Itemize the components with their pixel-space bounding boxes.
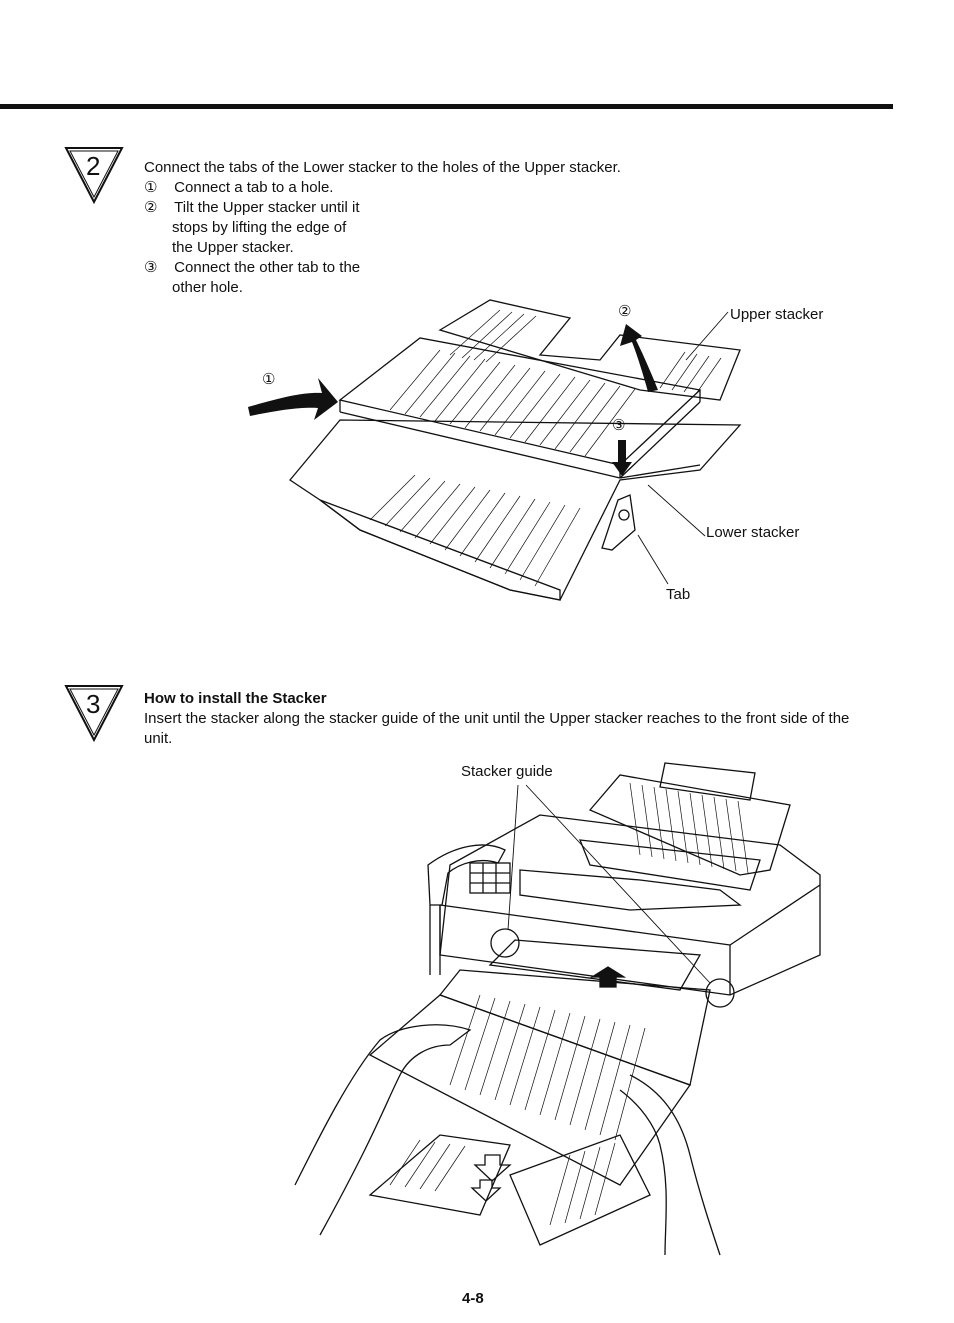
tab-label: Tab xyxy=(666,586,691,603)
top-rule xyxy=(0,104,893,109)
step-3-body-line-2: unit. xyxy=(144,730,173,747)
step-2-item-2-cont-1: stops by lifting the edge of xyxy=(172,219,347,236)
figure-1-marker-2: ② xyxy=(618,303,632,320)
upper-stacker-label: Upper stacker xyxy=(730,306,824,323)
item-2-marker: ② xyxy=(144,199,158,216)
figure-1-marker-3: ③ xyxy=(612,417,626,434)
arrow-1-icon xyxy=(248,378,338,420)
figure-1-marker-1: ① xyxy=(262,371,276,388)
item-3-marker: ③ xyxy=(144,259,158,276)
stacker-guide-label: Stacker guide xyxy=(461,763,553,780)
step-3-body-line-1: Insert the stacker along the stacker gui… xyxy=(144,710,850,727)
item-3-text: Connect the other tab to the xyxy=(174,259,361,276)
fax-stacker-install-illustration xyxy=(294,762,821,1256)
step-3-number: 3 xyxy=(86,689,101,719)
step-3-heading: How to install the Stacker xyxy=(144,690,327,707)
arrow-3-icon xyxy=(612,440,632,476)
step-3-triangle-icon xyxy=(64,685,124,742)
page-number: 4-8 xyxy=(462,1290,484,1307)
step-2-item-1: ① Connect a tab to a hole. xyxy=(144,178,333,198)
item-1-marker: ① xyxy=(144,179,158,196)
step-2-item-2: ② Tilt the Upper stacker until it xyxy=(144,198,360,218)
step-2-triangle-icon xyxy=(64,147,124,204)
step-2-intro: Connect the tabs of the Lower stacker to… xyxy=(144,159,621,176)
item-2-text: Tilt the Upper stacker until it xyxy=(174,199,360,216)
step-2-number: 2 xyxy=(86,151,101,181)
arrow-2-icon xyxy=(620,324,658,392)
item-1-text: Connect a tab to a hole. xyxy=(174,179,334,196)
lower-stacker-label: Lower stacker xyxy=(706,524,800,541)
stacker-assembly-illustration xyxy=(248,299,742,601)
step-2-item-3: ③ Connect the other tab to the xyxy=(144,258,360,278)
step-2-item-2-cont-2: the Upper stacker. xyxy=(172,239,294,256)
step-2-item-3-cont-1: other hole. xyxy=(172,279,243,296)
